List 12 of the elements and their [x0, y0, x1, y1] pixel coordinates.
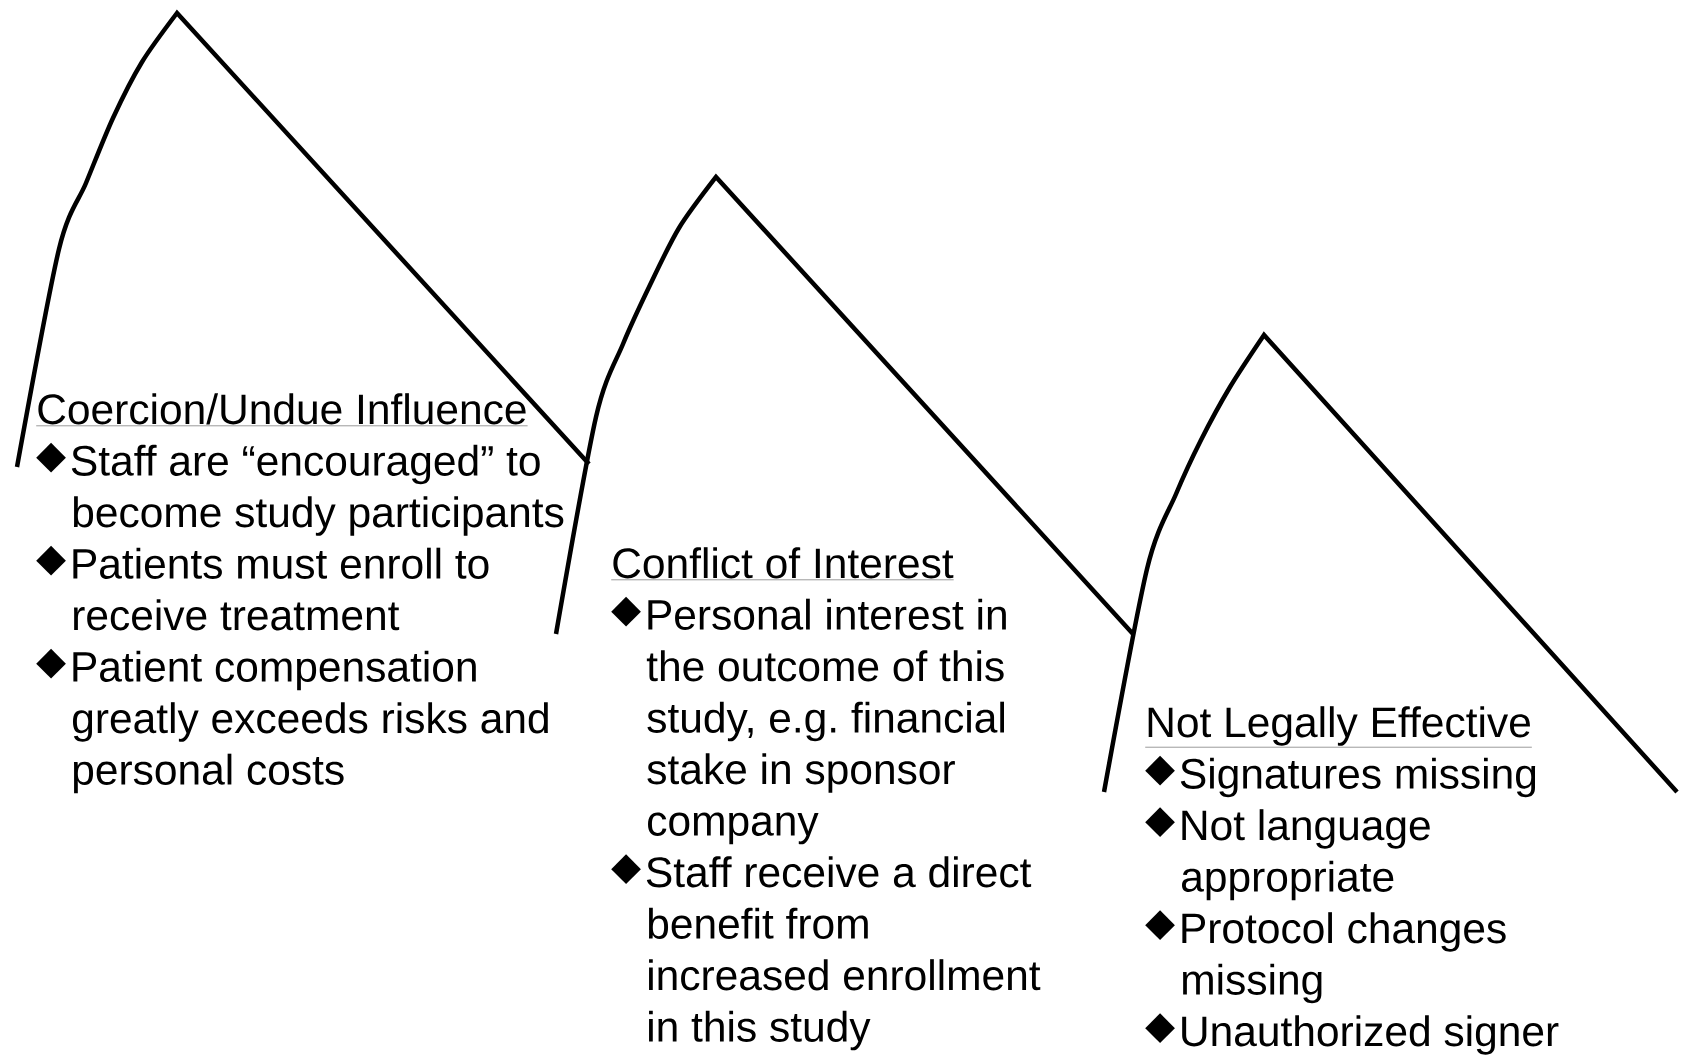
bullet-item: Personal interest in the outcome of this study, e.g. financial stake in sponsor company [611, 596, 1006, 845]
heading: Not Legally Effective [1145, 706, 1533, 748]
bullet-item: Protocol changes missing [1145, 910, 1506, 1004]
bullet-item: Not language appropriate [1145, 807, 1430, 901]
bullet-item: Patients must enroll to receive treatment [36, 545, 489, 631]
bullet-item: Signatures missing [1145, 755, 1536, 798]
bullet-item: Unauthorized signer [1145, 1013, 1559, 1055]
heading: Conflict of Interest [611, 547, 954, 580]
bullet-item: Staff are “encouraged” to become study participants [36, 442, 564, 536]
heading: Coercion/Undue Influence [36, 393, 528, 426]
bullet-item: Staff receive a direct benefit from increased enrollment in this study [611, 854, 1041, 1051]
bullet-item: Patient compensation greatly exceeds risks and personal costs [36, 648, 548, 794]
